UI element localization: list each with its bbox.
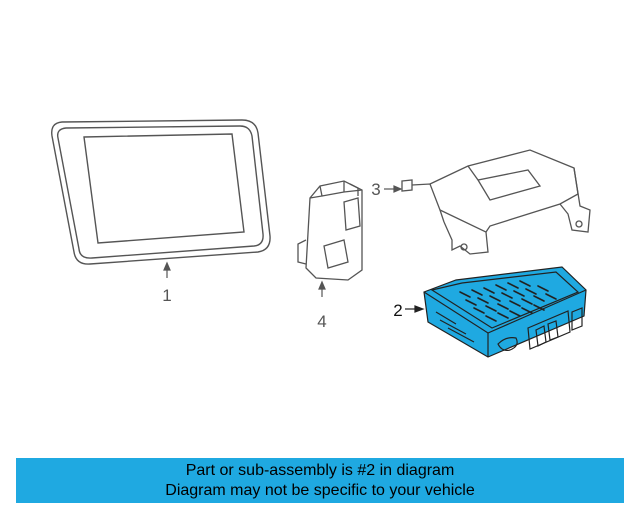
callout-1-label: 1 [162, 286, 171, 305]
callout-4-leader [318, 280, 326, 297]
vent-slots [459, 280, 557, 322]
callout-3-leader [384, 185, 403, 193]
callout-3-label: 3 [371, 180, 380, 199]
callout-2-label: 2 [393, 301, 402, 320]
callout-2-leader [405, 305, 425, 313]
display-screen-drawing-icon[interactable] [51, 119, 271, 265]
callout-1-leader [163, 261, 171, 278]
control-module-drawing-icon[interactable] [423, 266, 587, 358]
parts-diagram: 1 4 3 [51, 119, 591, 358]
banner-line-1: Part or sub-assembly is #2 in diagram [185, 462, 455, 479]
info-banner: Part or sub-assembly is #2 in diagram Di… [16, 458, 624, 503]
callout-4-label: 4 [317, 312, 326, 331]
mounting-bracket-drawing-icon[interactable] [401, 149, 591, 255]
control-unit-drawing-icon[interactable] [297, 180, 363, 281]
banner-line-2: Diagram may not be specific to your vehi… [165, 482, 475, 499]
